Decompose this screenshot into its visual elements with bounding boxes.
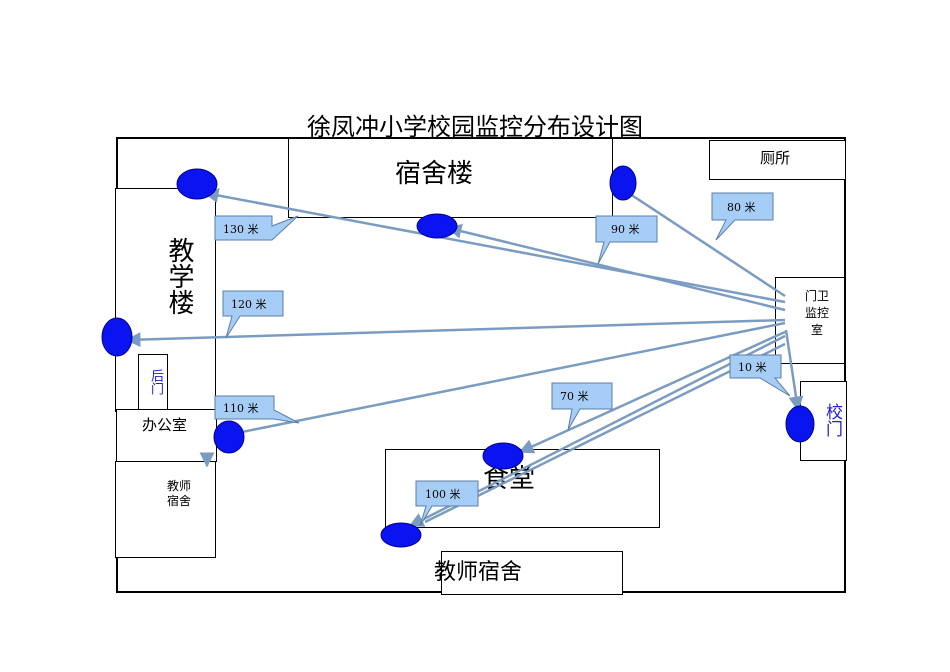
camera-canteen-bottom[interactable]: [380, 522, 422, 548]
callout-70: 70 米: [551, 382, 613, 431]
callout-10: 10 米: [729, 354, 791, 397]
teacher-dorm-left-label: 教师宿舍: [166, 479, 191, 508]
camera-back-gate[interactable]: [101, 317, 133, 357]
guard-room: 门卫监控室: [775, 277, 845, 364]
link-teaching-top: [203, 188, 786, 304]
diagram-title: 徐凤冲小学校园监控分布设计图: [307, 113, 643, 141]
callout-80: 80 米: [711, 192, 774, 241]
school-gate-label: 校门: [822, 403, 842, 437]
teacher-dorm-bottom-label: 教师宿舍: [434, 560, 523, 585]
callout-120-text: 120 米: [231, 298, 267, 311]
camera-dorm[interactable]: [416, 213, 458, 239]
callout-130: 130 米: [214, 215, 299, 241]
toilet-building: 厕所: [709, 140, 846, 180]
callout-130-text: 130 米: [223, 223, 259, 236]
link-dorm: [446, 223, 786, 312]
camera-canteen[interactable]: [482, 442, 524, 470]
teacher-dorm-left: 教师宿舍: [115, 461, 216, 558]
dorm-building-label: 宿舍楼: [395, 159, 474, 189]
callout-120: 120 米: [222, 290, 284, 339]
camera-office[interactable]: [213, 420, 245, 454]
link-canteen-bottom-2: [424, 342, 786, 524]
office-label: 办公室: [142, 416, 188, 434]
dorm-building: 宿舍楼: [288, 138, 613, 218]
callout-90-text: 90 米: [611, 223, 640, 236]
camera-teaching-top[interactable]: [176, 168, 218, 200]
callout-110: 110 米: [214, 395, 300, 424]
link-office: [215, 321, 786, 442]
callout-90: 90 米: [595, 215, 658, 265]
callout-100: 100 米: [415, 480, 479, 527]
callout-80-text: 80 米: [727, 201, 756, 214]
link-canteen: [518, 330, 786, 454]
link-back-gate: [125, 318, 786, 348]
back-gate-label: 后门: [148, 369, 163, 395]
teacher-dorm-bottom: 教师宿舍: [434, 551, 623, 595]
toilet-label: 厕所: [760, 149, 791, 167]
camera-school-gate[interactable]: [785, 405, 815, 443]
callout-10-text: 10 米: [738, 361, 767, 374]
callout-110-text: 110 米: [223, 402, 259, 415]
callout-100-text: 100 米: [425, 488, 461, 501]
teaching-building-label: 教学楼: [164, 237, 194, 315]
guard-room-label: 门卫监控室: [804, 289, 829, 337]
camera-toilet[interactable]: [609, 165, 637, 201]
callout-70-text: 70 米: [560, 390, 589, 403]
link-school-gate: [784, 329, 804, 412]
link-toilet-cam: [629, 192, 786, 298]
